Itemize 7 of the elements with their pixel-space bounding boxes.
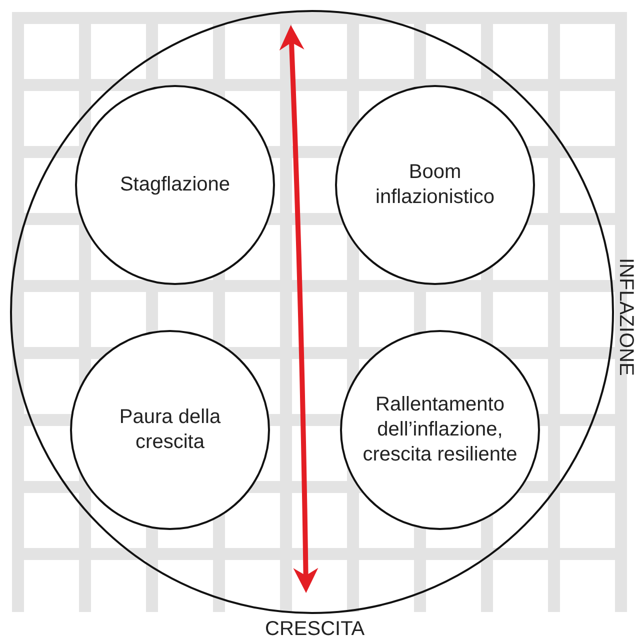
quadrant-label: Boom inflazionistico xyxy=(374,160,496,210)
outer-circle xyxy=(10,10,614,614)
quadrant-label: Stagflazione xyxy=(118,172,232,198)
quadrant-label: Rallentamento dell’inflazione, crescita resiliente xyxy=(362,392,518,468)
quadrant-label: Paura della crescita xyxy=(118,405,222,455)
axis-label: CRESCITA xyxy=(265,618,365,641)
axis-label: INFLAZIONE xyxy=(614,258,637,376)
